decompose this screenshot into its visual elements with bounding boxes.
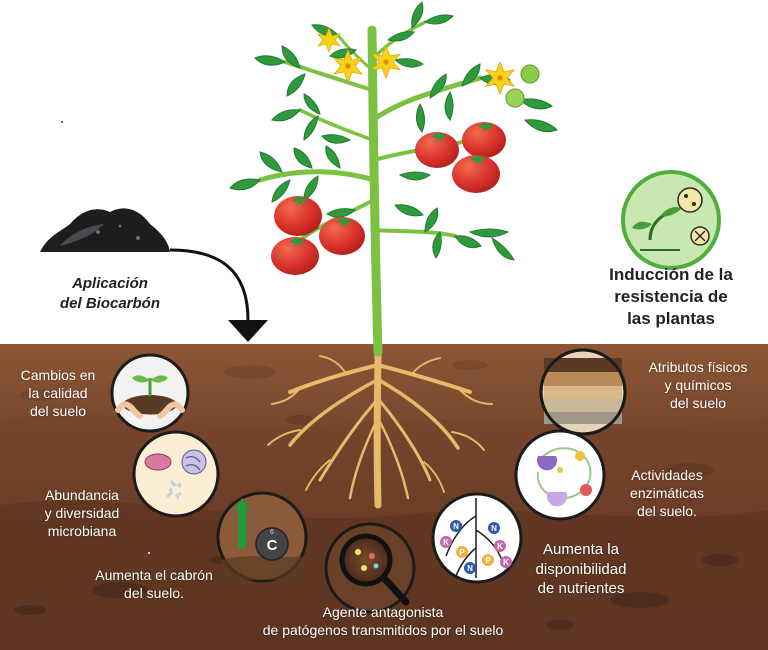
plant-stem bbox=[257, 20, 483, 357]
enzymes-label: Actividades enzimáticas del suelo. bbox=[612, 466, 722, 521]
nutrient-label: K bbox=[503, 558, 509, 567]
nutrient-label: K bbox=[443, 538, 449, 547]
microbial-line: microbiana bbox=[47, 523, 117, 540]
attributes-label: Atributos físicos y químicos del suelo bbox=[632, 358, 764, 413]
nutrients-label: Aumenta la disponibilidad de nutrientes bbox=[516, 540, 646, 599]
biochar-pile bbox=[40, 208, 170, 252]
antagonist-line: Agente antagonista bbox=[322, 604, 444, 620]
soil-quality-icon bbox=[110, 353, 190, 433]
microbial-line: Abundancia bbox=[45, 487, 119, 503]
microbial-line: y diversidad bbox=[44, 505, 120, 522]
enzymes-line: enzimáticas bbox=[630, 485, 704, 502]
carbon-line: del suelo. bbox=[124, 585, 184, 602]
antagonist-line: de patógenos transmitidos por el suelo bbox=[262, 622, 504, 639]
carbon-label: Aumenta el cabrón del suelo. bbox=[74, 566, 234, 602]
nutrients-line: de nutrientes bbox=[537, 580, 625, 597]
resistance-line-2: resistencia de bbox=[614, 287, 728, 307]
unripe-tomatoes bbox=[505, 64, 540, 108]
nutrient-label: K bbox=[497, 542, 503, 551]
application-line-1: Aplicación bbox=[72, 275, 148, 292]
soil-profile-icon bbox=[539, 348, 627, 436]
resistance-line-1: Inducción de la bbox=[609, 265, 733, 284]
microbes-icon bbox=[132, 430, 220, 518]
application-arrow bbox=[169, 248, 268, 342]
soil-quality-label: Cambios en la calidad del suelo bbox=[8, 366, 108, 421]
nutrient-label: P bbox=[459, 548, 465, 557]
carbon-atomic-number: 6 bbox=[270, 529, 274, 536]
carbon-symbol: C bbox=[267, 537, 278, 554]
plant-defense-icon bbox=[621, 170, 721, 270]
decorative-dots bbox=[61, 121, 150, 554]
nutrients-line: Aumenta la bbox=[543, 541, 619, 558]
nutrient-label: P bbox=[485, 556, 491, 565]
tomatoes bbox=[271, 122, 506, 275]
carbon-line: Aumenta el cabrón bbox=[95, 567, 213, 583]
attributes-line: del suelo bbox=[669, 395, 727, 412]
attributes-line: y químicos bbox=[664, 377, 732, 394]
biochar-application-label: Aplicación del Biocarbón bbox=[40, 274, 180, 313]
plant-roots bbox=[267, 346, 493, 509]
antagonist-label: Agente antagonista de patógenos transmit… bbox=[218, 603, 548, 639]
soil-quality-line: la calidad bbox=[28, 385, 88, 402]
soil-quality-line: del suelo bbox=[29, 403, 87, 420]
nutrient-label: N bbox=[491, 524, 497, 533]
enzymes-line: del suelo. bbox=[637, 503, 697, 520]
resistance-line-3: las plantas bbox=[627, 309, 715, 329]
plant-flowers bbox=[316, 26, 516, 96]
soil-quality-line: Cambios en bbox=[20, 367, 96, 383]
microbial-label: Abundancia y diversidad microbiana bbox=[22, 486, 142, 541]
resistance-label: Inducción de la resistencia de las plant… bbox=[586, 264, 756, 330]
enzymes-icon bbox=[514, 429, 606, 521]
attributes-line: Atributos físicos bbox=[648, 359, 748, 375]
application-line-2: del Biocarbón bbox=[59, 294, 160, 312]
nutrients-line: disponibilidad bbox=[535, 560, 627, 578]
nutrient-label: N bbox=[453, 522, 459, 531]
carbon-icon: 6 C bbox=[216, 491, 308, 583]
nutrient-label: N bbox=[467, 564, 473, 573]
enzymes-line: Actividades bbox=[631, 467, 703, 483]
antagonist-icon bbox=[324, 522, 416, 614]
plant-leaves bbox=[229, 1, 558, 261]
nutrients-icon: N K P N K P N K bbox=[431, 492, 523, 584]
